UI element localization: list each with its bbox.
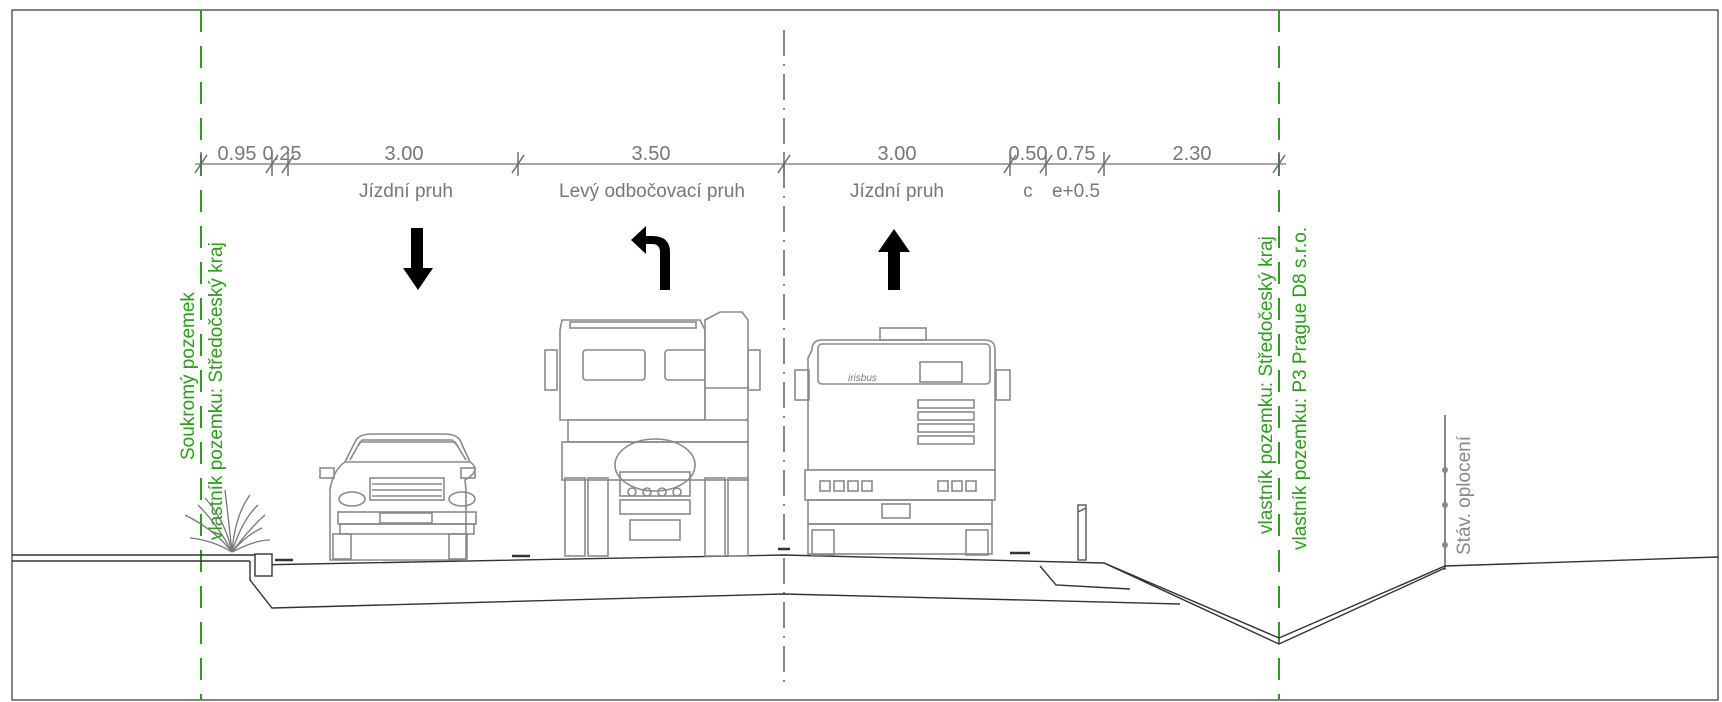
delineator-post-icon <box>1077 504 1087 561</box>
dimension-ticks <box>194 152 1286 176</box>
lane-markings <box>275 547 1030 562</box>
arrow-turn-left-icon <box>631 226 670 290</box>
dim-label-7: 2.30 <box>1173 143 1212 165</box>
road-section <box>12 553 1719 645</box>
dim-label-0: 0.95 <box>218 143 257 165</box>
lane-label-1: Levý odbočovací pruh <box>559 181 745 202</box>
arrow-up-icon <box>878 229 910 290</box>
fence-label: Stáv. oplocení <box>1454 435 1475 555</box>
fence-icon <box>1442 415 1448 570</box>
drawing-frame <box>11 9 1719 701</box>
left-owner-line2: vlastník pozemku: Středočeský kraj <box>206 242 227 540</box>
truck-icon <box>544 311 761 557</box>
bus-icon: irisbus <box>794 327 1011 556</box>
dim-label-5: 0.50 <box>1009 143 1048 165</box>
car-icon <box>319 433 477 561</box>
dim-label-1: 0.25 <box>263 143 302 165</box>
lane-label-3: c <box>1023 181 1033 202</box>
dim-label-3: 3.50 <box>632 143 671 165</box>
left-owner-line1: Soukromý pozemek <box>178 292 199 460</box>
plant-icon <box>184 489 271 553</box>
dim-label-4: 3.00 <box>878 143 917 165</box>
bus-brand-label: irisbus <box>848 373 877 384</box>
dim-label-2: 3.00 <box>385 143 424 165</box>
lane-label-4: e+0.5 <box>1052 181 1100 202</box>
arrow-down-icon <box>403 228 433 290</box>
right-owner-line2: vlastník pozemku: P3 Prague D8 s.r.o. <box>1290 227 1311 550</box>
lane-label-2: Jízdní pruh <box>850 181 944 202</box>
right-owner-line1: vlastník pozemku: Středočeský kraj <box>1256 236 1277 534</box>
dim-label-6: 0.75 <box>1057 143 1096 165</box>
lane-label-0: Jízdní pruh <box>359 181 453 202</box>
